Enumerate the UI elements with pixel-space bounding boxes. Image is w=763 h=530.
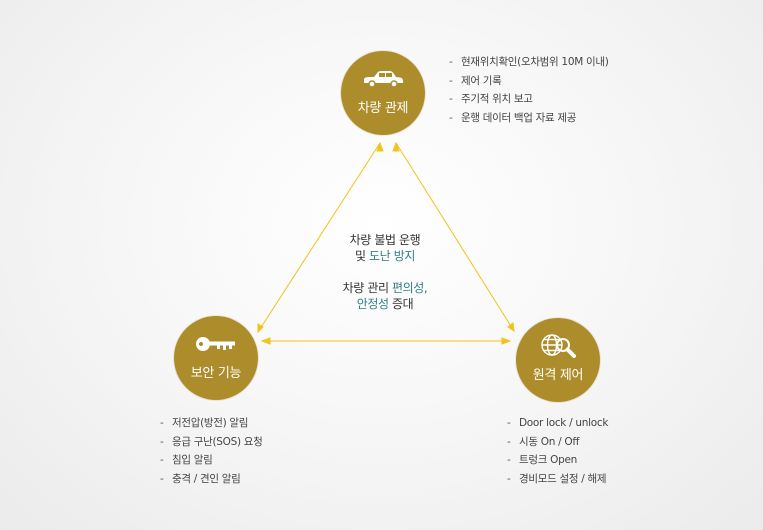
center-highlight: 안정성: [356, 297, 389, 311]
center-highlight: 편의성,: [392, 281, 428, 295]
node-vehicle-control: 차량 관제: [341, 51, 425, 135]
center-text: 및: [354, 249, 370, 263]
globe-search-icon: [516, 334, 600, 358]
arrowhead: [501, 337, 512, 345]
list-item: 시동 On / Off: [507, 433, 608, 452]
list-item: 충격 / 견인 알림: [160, 470, 263, 489]
arrowhead: [376, 141, 384, 152]
list-item: 저전압(방전) 알림: [160, 414, 263, 433]
list-item: 현재위치확인(오차범위 10M 이내): [449, 53, 609, 72]
arrowhead: [392, 141, 400, 152]
security-feature-list: 저전압(방전) 알림 응급 구난(SOS) 요청 침입 알림 충격 / 견인 알…: [160, 414, 263, 488]
list-item: Door lock / unlock: [507, 414, 608, 433]
list-item: 응급 구난(SOS) 요청: [160, 433, 263, 452]
node-label: 보안 기능: [190, 366, 242, 381]
key-icon: [174, 332, 258, 356]
center-text: 증대: [388, 297, 414, 311]
list-item: 침입 알림: [160, 451, 263, 470]
list-item: 주기적 위치 보고: [449, 90, 609, 109]
arrowhead: [507, 322, 515, 333]
center-text: 차량 관리: [342, 281, 393, 295]
center-text-prevention: 차량 불법 운행 및 도난 방지: [300, 232, 470, 264]
center-text-management: 차량 관리 편의성, 안정성 증대: [300, 280, 470, 312]
connector-vehicle-security: [257, 142, 381, 333]
list-item: 제어 기록: [449, 72, 609, 91]
list-item: 경비모드 설정 / 해제: [507, 470, 608, 489]
node-label: 차량 관제: [357, 101, 409, 116]
list-item: 운행 데이터 백업 자료 제공: [449, 109, 609, 128]
center-line: 차량 관리 편의성,: [300, 280, 470, 296]
car-icon: [341, 67, 425, 91]
connector-vehicle-remote: [395, 142, 515, 332]
center-highlight: 도난 방지: [369, 249, 416, 263]
list-item: 트렁크 Open: [507, 451, 608, 470]
center-line: 및 도난 방지: [300, 248, 470, 264]
arrowhead: [257, 323, 264, 334]
node-label: 원격 제어: [532, 368, 584, 383]
node-remote-control: 원격 제어: [516, 318, 600, 402]
node-security-function: 보안 기능: [174, 316, 258, 400]
center-line: 안정성 증대: [300, 296, 470, 312]
arrowhead: [260, 337, 271, 345]
center-line: 차량 불법 운행: [349, 233, 421, 247]
remote-feature-list: Door lock / unlock 시동 On / Off 트렁크 Open …: [507, 414, 608, 488]
vehicle-feature-list: 현재위치확인(오차범위 10M 이내) 제어 기록 주기적 위치 보고 운행 데…: [449, 53, 609, 127]
